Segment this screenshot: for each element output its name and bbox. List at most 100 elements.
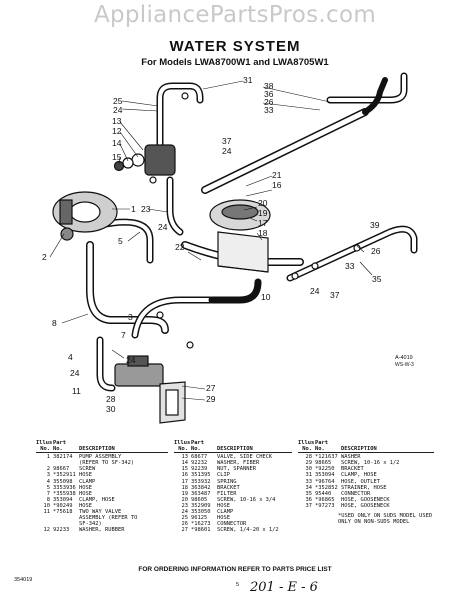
part-no: *352852 [315, 484, 338, 491]
callout-28: 28 [106, 394, 116, 404]
callout-3: 3 [128, 312, 133, 322]
callout-labels: 3125241312141512523242283724424112830272… [42, 75, 382, 414]
illus-no: 14 [181, 460, 189, 467]
callout-leaders [49, 80, 373, 401]
handwritten-note: 201 - E - 6 [250, 580, 318, 595]
part-no: *90249 [53, 502, 73, 509]
part-no: 98667 [53, 466, 70, 473]
callout-39: 39 [370, 220, 380, 230]
illus-no: 31 [305, 472, 313, 479]
part-no: *355938 [53, 490, 76, 497]
page-title: WATER SYSTEM [169, 38, 301, 55]
callout-37: 37 [330, 290, 340, 300]
callout-14: 14 [112, 138, 122, 148]
no-header: No. [40, 446, 50, 453]
hose-lines [86, 72, 418, 392]
illus-no: 19 [181, 490, 189, 497]
callout-8: 8 [52, 318, 57, 328]
ordering-info-footer: FOR ORDERING INFORMATION REFER TO PARTS … [138, 566, 332, 573]
callout-31: 31 [243, 75, 253, 85]
illus-no: 18 [181, 484, 189, 491]
callout-20: 20 [258, 198, 268, 208]
parts-row: ASSEMBLY (REFER TO [36, 515, 168, 521]
part-no: 92239 [191, 466, 208, 473]
callout-7: 7 [121, 330, 126, 340]
part-description: TWO WAY VALVE [79, 509, 122, 516]
part-description: HOSE [79, 472, 92, 479]
callout-27: 27 [206, 383, 216, 393]
hose-top [156, 82, 204, 154]
hose-long [326, 72, 408, 104]
illus-no: 17 [181, 478, 189, 485]
callout-21: 21 [272, 170, 282, 180]
part-no: 95440 [315, 490, 332, 497]
callout-2: 2 [42, 252, 47, 262]
part-description: BRACKET [217, 484, 240, 491]
page-subtitle: For Models LWA8700W1 and LWA8705W1 [141, 57, 329, 68]
callout-19: 19 [258, 208, 268, 218]
illus-no: 35 [305, 490, 313, 497]
parts-row: SF-342) [36, 521, 168, 527]
parts-row: 11*75618 TWO WAY VALVE [36, 509, 168, 515]
callout-37: 37 [222, 136, 232, 146]
part-description: WASHER, FIBER [217, 460, 260, 467]
part-no: 382174 [53, 454, 73, 461]
part-no: 98605 [191, 496, 208, 503]
part-description: CONNECTOR [217, 521, 247, 528]
part-description: WASHER [341, 454, 361, 461]
callout-12: 12 [112, 126, 122, 136]
part-description: SF-342) [79, 521, 102, 528]
illus-no: 8 [46, 496, 50, 503]
description-header: DESCRIPTION [79, 446, 115, 453]
part-description: STRAINER, HOSE [341, 484, 387, 491]
callout-33: 33 [264, 105, 274, 115]
part-no: 3353936 [53, 484, 76, 491]
part-description: HOSE [79, 484, 92, 491]
illus-no: 26 [181, 521, 189, 528]
part-description: HOSE, GOOSENECK [341, 502, 390, 509]
part-description: SCREW, 10-16 x 1/2 [341, 460, 400, 467]
bracket [217, 231, 269, 273]
part-description: VALVE, SIDE CHECK [217, 454, 273, 461]
illus-no: 30 [305, 466, 313, 473]
part-description: FILTER [217, 490, 237, 497]
part-description: CLAMP, HOSE [79, 496, 115, 503]
callout-16: 16 [272, 180, 282, 190]
illus-no: 12 [43, 527, 51, 534]
illus-no: 34 [305, 484, 313, 491]
illus-header: Illus. [36, 440, 56, 446]
part-no: *98601 [191, 527, 211, 534]
part-no: *75618 [53, 509, 73, 516]
components [52, 92, 361, 424]
watermark: AppliancePartsPros.com [93, 2, 377, 28]
illus-no: 37 [305, 502, 313, 509]
part-no: 353932 [191, 478, 211, 485]
part-description: WASHER, RUBBER [79, 527, 125, 534]
part-description: HOSE [217, 502, 230, 509]
valve-bracket [159, 381, 186, 424]
part-no: *16273 [191, 521, 211, 528]
hose-10-lower [208, 278, 262, 304]
illus-no: 25 [181, 515, 189, 522]
callout-13: 13 [112, 116, 122, 126]
part-no: 363842 [191, 484, 211, 491]
part-description: CLAMP [217, 509, 234, 516]
illus-no: 11 [43, 509, 51, 516]
callout-25: 25 [113, 96, 123, 106]
part-description: PUMP ASSEMBLY [79, 454, 122, 461]
two-way-valve [114, 355, 164, 387]
illus-no: 28 [305, 454, 313, 461]
illus-no: 33 [305, 478, 313, 485]
part-description: SCREW, 10-16 x 3/4 [217, 496, 276, 503]
